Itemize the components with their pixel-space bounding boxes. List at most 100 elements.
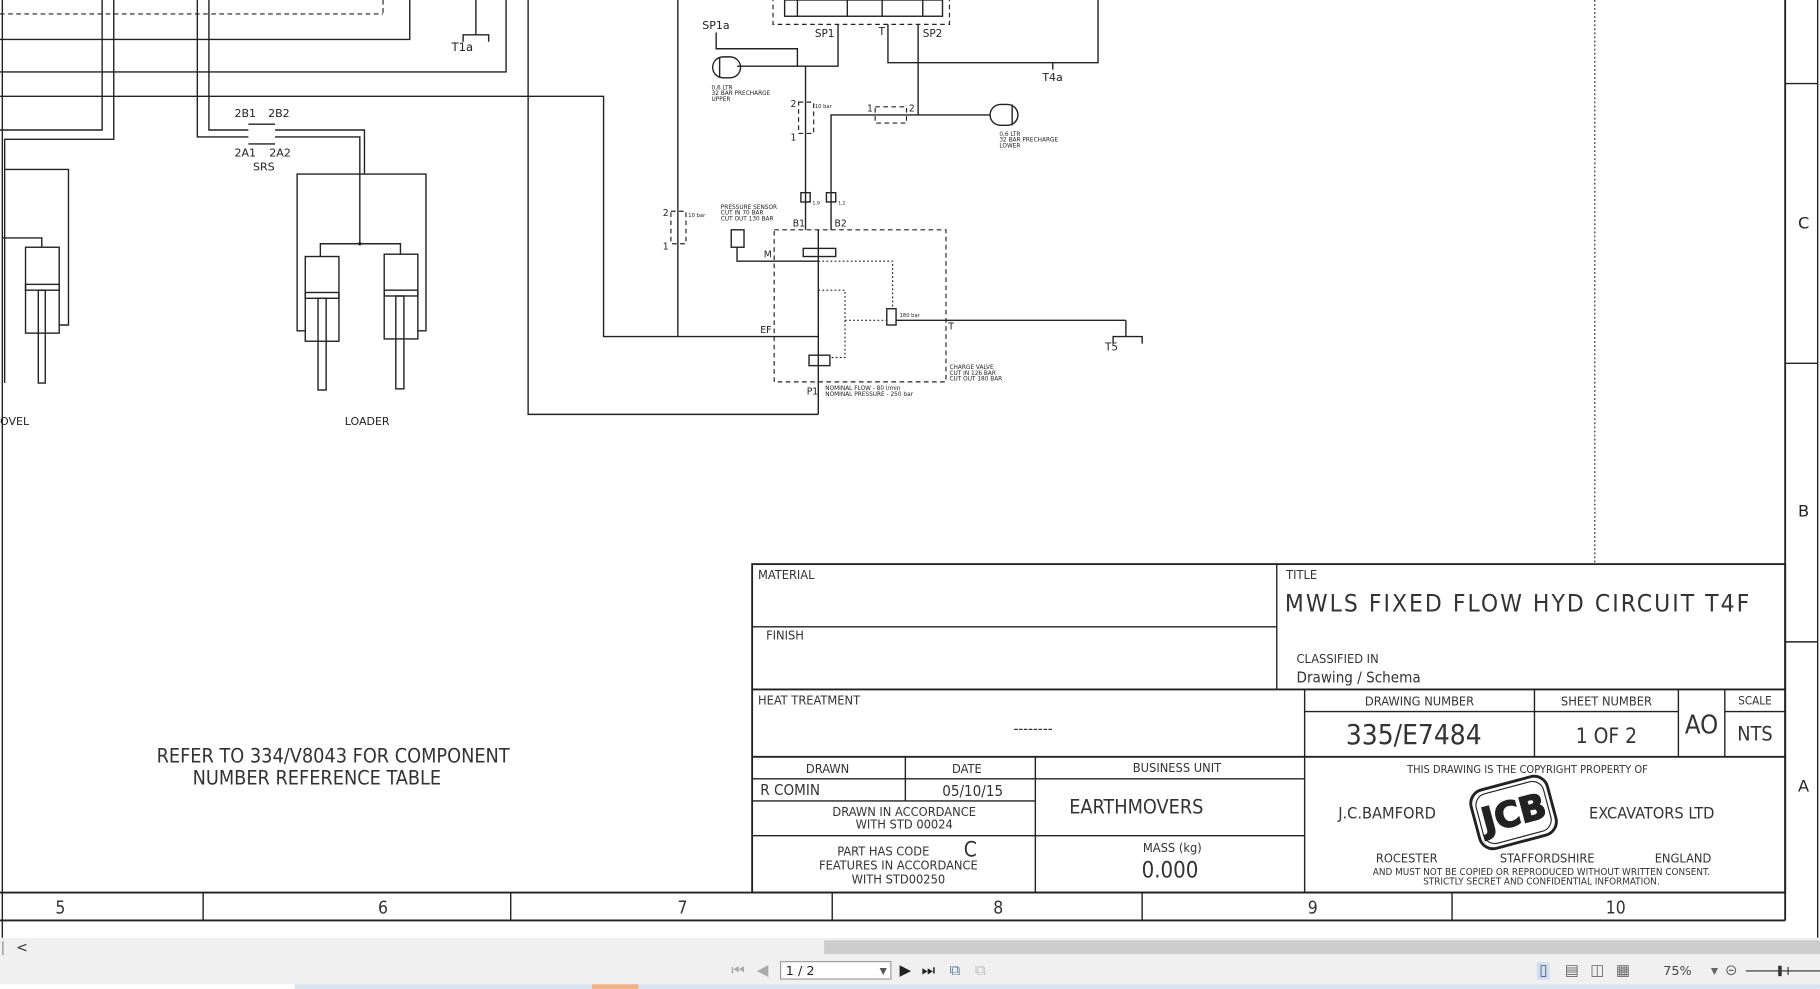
single-page-icon[interactable]: ▯: [1536, 962, 1550, 980]
classified-label: CLASSIFIED IN: [1297, 652, 1379, 667]
copyright-top: THIS DRAWING IS THE COPYRIGHT PROPERTY O…: [1406, 763, 1648, 776]
mass-label: MASS (kg): [1143, 841, 1202, 856]
port-2: 2: [663, 208, 669, 219]
company-right: EXCAVATORS LTD: [1589, 803, 1714, 822]
drawing-number-label: DRAWING NUMBER: [1365, 695, 1474, 710]
sheet-number-label: SHEET NUMBER: [1561, 695, 1652, 710]
scroll-left-button[interactable]: <: [16, 939, 28, 956]
hydraulic-lines-left: T1a: [0, 0, 819, 416]
label-2b1: 2B1: [234, 107, 256, 120]
port-1: 1: [790, 132, 796, 143]
zone-label-a: A: [1798, 777, 1809, 796]
port-1: 1: [663, 242, 669, 253]
zone-6: 6: [378, 898, 388, 918]
drawing-number: 335/E7484: [1346, 718, 1482, 751]
address-county: STAFFORDSHIRE: [1500, 851, 1595, 866]
drawn-label: DRAWN: [806, 762, 849, 777]
continuous-facing-icon[interactable]: ▦: [1615, 962, 1630, 980]
label-loader: LOADER: [345, 415, 390, 428]
mass-value: 0.000: [1142, 858, 1199, 883]
address-country: ENGLAND: [1655, 851, 1712, 866]
last-page-icon[interactable]: ⏭: [921, 962, 936, 980]
label-shovel: OVEL: [0, 415, 30, 428]
date-label: DATE: [952, 762, 982, 777]
classified-value: Drawing / Schema: [1297, 668, 1421, 686]
finish-label: FINISH: [766, 629, 804, 644]
scale-value: NTS: [1737, 723, 1772, 746]
check-pressure: 10 bar: [815, 104, 833, 110]
business-unit: EARTHMOVERS: [1069, 796, 1203, 819]
label-sp1a: SP1a: [702, 19, 729, 32]
zoom-out-icon[interactable]: ⊝: [1724, 962, 1738, 980]
zone-5: 5: [55, 898, 65, 918]
title-label: TITLE: [1285, 568, 1317, 583]
viewer-toolbar: ⏮ ◀ 1 / 2 ▼ ▶ ⏭ ⧉ ⧉ ▯ ▤ ◫ ▦ 75% ▼ ⊝: [0, 958, 1820, 985]
label-srs: SRS: [253, 161, 275, 174]
scale-label: SCALE: [1738, 694, 1771, 708]
zoom-slider[interactable]: [1745, 965, 1820, 977]
label-t1a: T1a: [451, 40, 474, 54]
label-t-port: T: [947, 322, 954, 333]
port-2: 2: [790, 99, 796, 110]
scroll-grip: [2, 941, 7, 956]
orifice-2: 1,2: [838, 200, 845, 206]
zoom-level[interactable]: 75%: [1663, 963, 1692, 979]
check-pressure: 10 bar: [688, 213, 706, 219]
page-number-value: 1 / 2: [785, 963, 815, 979]
shovel-cylinder: OVEL: [0, 168, 70, 428]
legal-text: AND MUST NOT BE COPIED OR REPRODUCED WIT…: [1373, 867, 1710, 887]
srs-connector: 2B1 2B2 2A1 2A2 SRS: [234, 107, 290, 173]
zoom-dropdown-icon[interactable]: ▼: [1710, 965, 1719, 977]
date-value: 05/10/15: [942, 782, 1003, 800]
taskbar-strip: [0, 984, 1820, 989]
facing-icon[interactable]: ◫: [1590, 962, 1605, 980]
copy-icon[interactable]: ⧉: [974, 962, 986, 980]
label-sp1: SP1: [815, 28, 835, 40]
label-p1: P1: [807, 387, 819, 398]
continuous-icon[interactable]: ▤: [1564, 962, 1579, 980]
page-number-input[interactable]: 1 / 2 ▼: [779, 961, 892, 980]
port-2: 2: [909, 103, 915, 114]
title-block: MATERIAL FINISH TITLE MWLS FIXED FLOW HY…: [751, 563, 1787, 894]
rotate-icon[interactable]: ⧉: [949, 962, 961, 980]
zone-10: 10: [1606, 898, 1626, 918]
horizontal-scrollbar[interactable]: <: [0, 937, 1820, 959]
next-page-icon[interactable]: ▶: [899, 962, 912, 980]
label-b2: B2: [835, 218, 847, 229]
zone-9: 9: [1308, 898, 1318, 918]
taskbar-segment: [0, 984, 295, 989]
label-b1: B1: [793, 218, 805, 229]
port-1: 1: [867, 103, 873, 114]
scrollbar-thumb[interactable]: [824, 940, 1820, 955]
material-label: MATERIAL: [758, 568, 815, 583]
loader-cylinders: LOADER: [296, 173, 427, 428]
address-town: ROCESTER: [1376, 851, 1438, 866]
jcb-logo: JCB: [1469, 774, 1558, 851]
zoom-slider-tick: [1787, 966, 1789, 975]
chevron-down-icon[interactable]: ▼: [879, 965, 887, 977]
heat-value: --------: [1013, 720, 1052, 738]
label-sp2: SP2: [923, 28, 943, 40]
heat-label: HEAT TREATMENT: [758, 694, 861, 709]
first-page-icon[interactable]: ⏮: [731, 962, 745, 980]
label-t: T: [878, 26, 886, 38]
label-2b2: 2B2: [268, 107, 290, 120]
label-2a2: 2A2: [269, 147, 291, 160]
prev-page-icon[interactable]: ◀: [756, 962, 769, 980]
zone-8: 8: [993, 898, 1003, 918]
business-unit-label: BUSINESS UNIT: [1133, 761, 1222, 776]
company-left: J.C.BAMFORD: [1337, 803, 1436, 822]
zoom-slider-handle[interactable]: [1778, 965, 1782, 977]
drawing-title: MWLS FIXED FLOW HYD CIRCUIT T4F: [1285, 589, 1749, 618]
sheet-number: 1 OF 2: [1576, 724, 1637, 748]
label-m: M: [764, 250, 772, 261]
label-t4a: T4a: [1041, 71, 1063, 84]
drawn-by: R COMIN: [760, 781, 820, 799]
